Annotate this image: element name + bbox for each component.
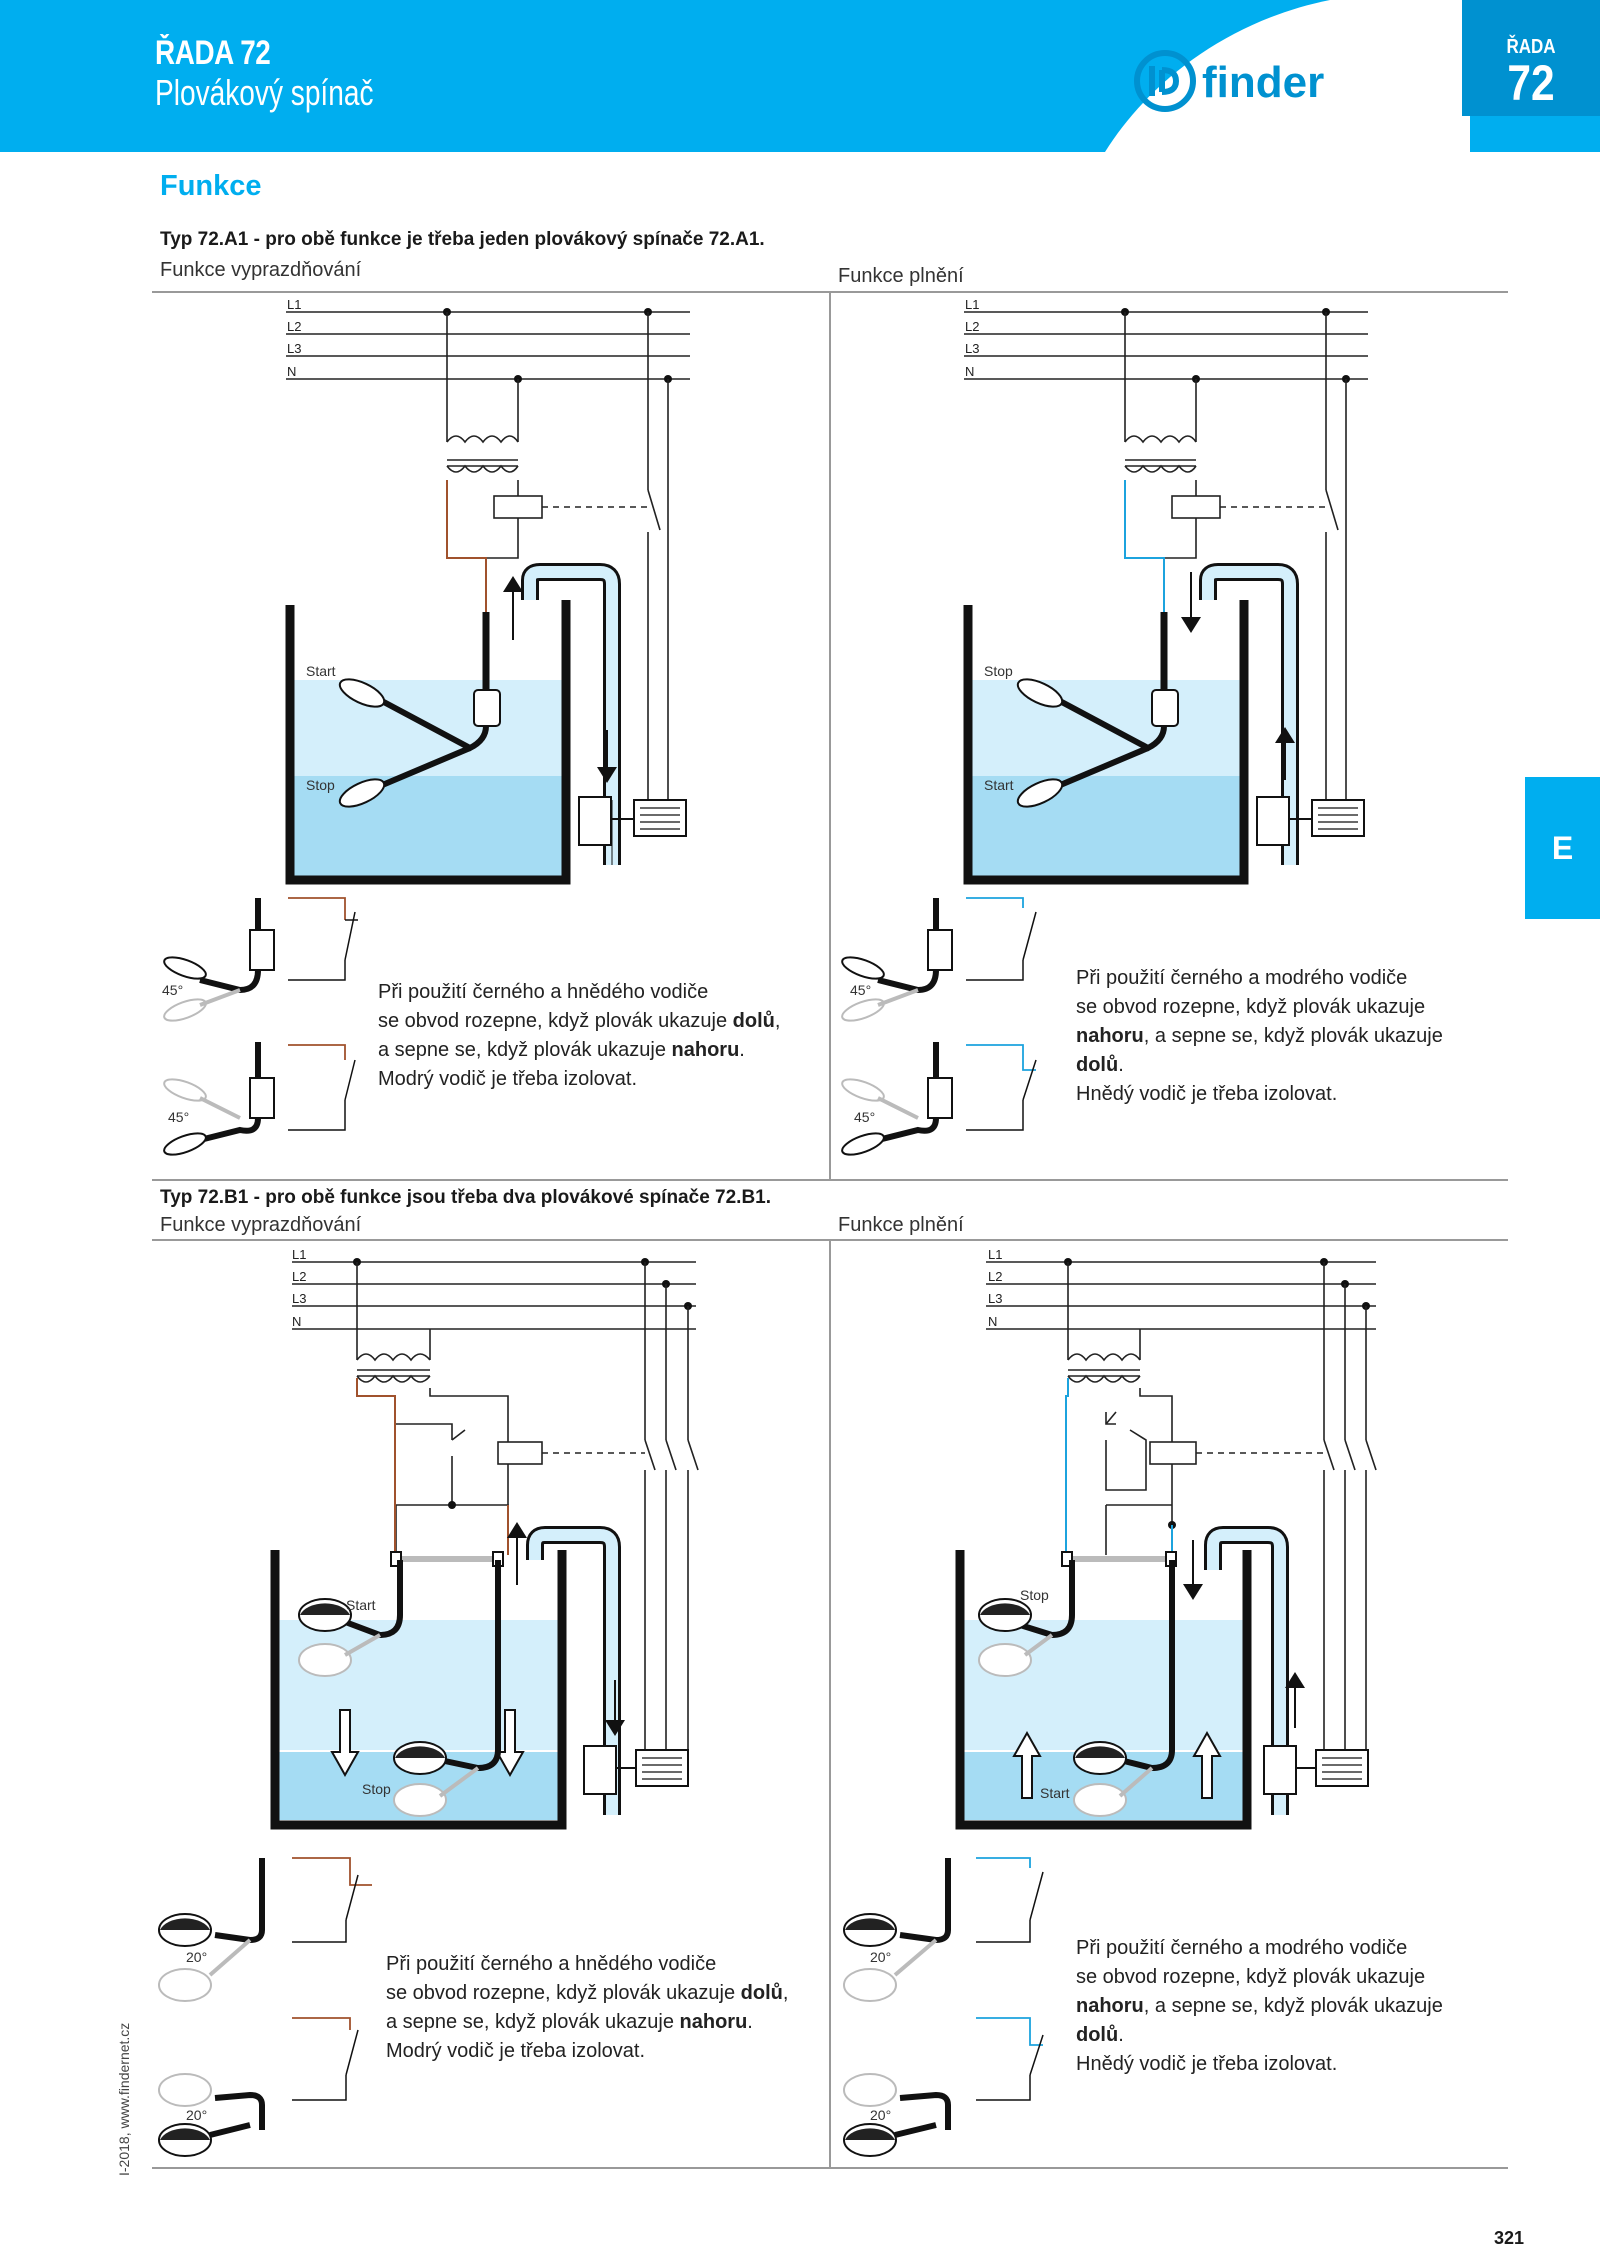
angle-label: 45°	[854, 1109, 875, 1125]
float-label-upper: Stop	[1020, 1587, 1049, 1603]
a1-left-description: Při použití černého a hnědého vodiče se …	[378, 981, 781, 1090]
angle-label: 45°	[168, 1109, 189, 1125]
a1-right-function: Funkce plnění	[838, 265, 964, 287]
float-label-lower: Stop	[306, 777, 335, 793]
line-label: L1	[287, 297, 301, 312]
float-label-lower: Start	[984, 777, 1014, 793]
float-label-upper: Start	[306, 663, 336, 679]
line-label: L3	[988, 1291, 1002, 1306]
angle-label: 45°	[850, 982, 871, 998]
line-label: N	[988, 1314, 997, 1329]
line-label: L2	[988, 1269, 1002, 1284]
angle-label: 20°	[186, 1949, 207, 1965]
product-subtitle: Plovákový spínač	[155, 72, 374, 113]
angle-label: 45°	[162, 982, 183, 998]
line-label: N	[965, 364, 974, 379]
type-a1-title: Typ 72.A1 - pro obě funkce je třeba jede…	[160, 229, 765, 250]
a1-left-diagram: L1 L2 L3 N	[162, 297, 690, 1156]
angle-label: 20°	[870, 1949, 891, 1965]
b1-right-detail: 20° 20°	[843, 1857, 1044, 2157]
type-b1-title: Typ 72.B1 - pro obě funkce jsou třeba dv…	[160, 1187, 772, 1208]
line-label: L1	[292, 1247, 306, 1262]
a1-right-detail: 45° 45°	[841, 897, 1037, 1156]
line-label: L3	[287, 341, 301, 356]
b1-right-description: Při použití černého a modrého vodiče se …	[1076, 1937, 1443, 2075]
series-badge: ŘADA 72	[1462, 0, 1600, 116]
float-label-lower: Stop	[362, 1781, 391, 1797]
line-label: N	[292, 1314, 301, 1329]
a1-left-function: Funkce vyprazdňování	[160, 259, 362, 281]
a1-right-diagram: L1 L2 L3 N	[841, 297, 1368, 1156]
float-label-upper: Stop	[984, 663, 1013, 679]
line-label: N	[287, 364, 296, 379]
finder-logo: finder	[1132, 48, 1372, 119]
line-label: L2	[965, 319, 979, 334]
header-wave	[1105, 0, 1470, 152]
logo-text: finder	[1202, 58, 1324, 107]
line-label: L1	[988, 1247, 1002, 1262]
series-title: ŘADA 72	[155, 34, 271, 72]
a1-left-detail: 45° 45°	[162, 897, 358, 1156]
page-number: 321	[1494, 2228, 1525, 2248]
b1-left-diagram: L1 L2 L3 N	[158, 1247, 699, 2157]
footer-copyright: I-2018, www.findernet.cz	[116, 2022, 132, 2176]
page-header: ŘADA 72 Plovákový spínač finder ŘADA 72	[0, 0, 1600, 152]
a1-right-description: Při použití černého a modrého vodiče se …	[1076, 967, 1443, 1105]
angle-label: 20°	[186, 2107, 207, 2123]
b1-left-detail: 20° 20°	[158, 1857, 372, 2157]
float-label-upper: Start	[346, 1597, 376, 1613]
line-label: L1	[965, 297, 979, 312]
b1-left-function: Funkce vyprazdňování	[160, 1214, 362, 1236]
b1-right-function: Funkce plnění	[838, 1214, 964, 1236]
line-label: L3	[292, 1291, 306, 1306]
section-tab[interactable]: E	[1525, 777, 1600, 919]
angle-label: 20°	[870, 2107, 891, 2123]
line-label: L3	[965, 341, 979, 356]
section-title: Funkce	[160, 170, 262, 202]
b1-right-diagram: L1 L2 L3 N	[843, 1247, 1377, 2157]
line-label: L2	[287, 319, 301, 334]
b1-left-description: Při použití černého a hnědého vodiče se …	[386, 1953, 789, 2062]
float-label-lower: Start	[1040, 1785, 1070, 1801]
line-label: L2	[292, 1269, 306, 1284]
logo-mark-icon	[1134, 50, 1196, 112]
